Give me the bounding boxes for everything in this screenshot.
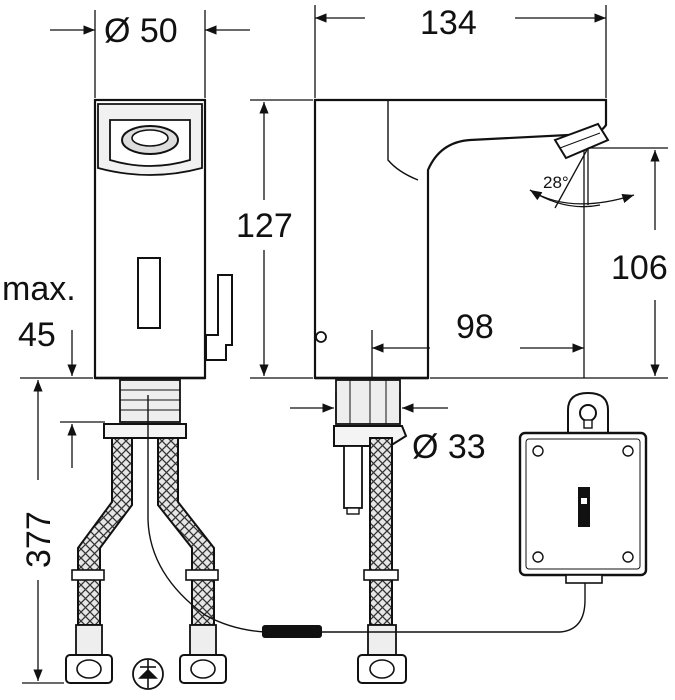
- side-body: [313, 98, 608, 380]
- side-hose: [369, 437, 393, 626]
- front-sensor-slot: [137, 257, 161, 329]
- cable-gland: [565, 574, 603, 584]
- dim-height-body: 127: [236, 207, 293, 245]
- dim-height-outlet: 106: [611, 249, 668, 287]
- dim-max-label: max.: [2, 270, 76, 308]
- check-valve-icon: [132, 658, 164, 690]
- control-box: [518, 391, 648, 584]
- side-view: [313, 98, 610, 684]
- dim-width-overall: 134: [420, 4, 477, 42]
- dim-diameter-shank: Ø 33: [412, 428, 486, 466]
- dim-diameter-top: Ø 50: [104, 12, 178, 50]
- side-hose-nut: [357, 569, 407, 684]
- spout-outlet: [553, 122, 610, 160]
- dim-reach: 98: [456, 308, 494, 346]
- side-shank: [335, 379, 401, 425]
- hose-nut-left: [65, 569, 113, 684]
- cable-connector: [262, 625, 322, 638]
- hose-left: [77, 437, 133, 626]
- mounting-plate: [103, 423, 187, 439]
- dim-length-hoses: 377: [20, 511, 58, 568]
- side-indicator: [315, 331, 327, 343]
- temperature-lever: [205, 274, 233, 361]
- dimension-lines: [20, 5, 668, 684]
- front-view: [65, 98, 266, 690]
- hose-nut-right: [179, 569, 227, 684]
- dim-max-value: 45: [18, 316, 56, 354]
- threaded-rod: [343, 445, 363, 509]
- dim-angle: 28°: [543, 173, 569, 192]
- control-cable: [322, 582, 586, 633]
- control-box-label: [578, 487, 590, 527]
- hose-right: [157, 437, 215, 626]
- front-shank: [119, 379, 181, 423]
- sensor-cable: [147, 395, 266, 633]
